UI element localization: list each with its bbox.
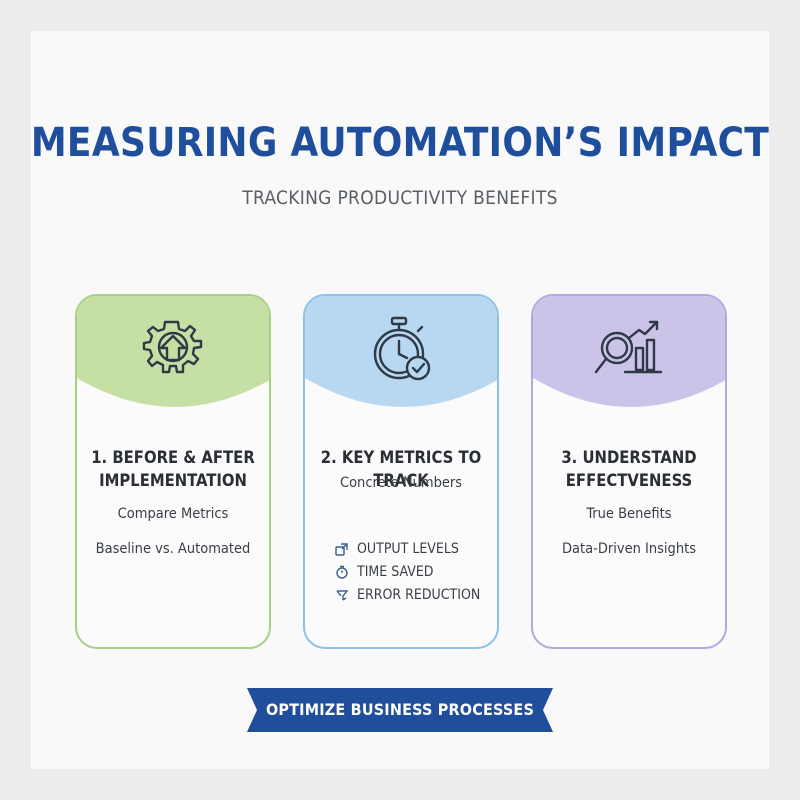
- ribbon-banner: [247, 688, 553, 732]
- card-key-metrics: 2. KEY METRICS TO TRACK Concrete Numbers…: [303, 294, 499, 649]
- banner-label: OPTIMIZE BUSINESS PROCESSES: [265, 700, 535, 719]
- error-reduction-icon: [336, 589, 349, 601]
- gear-arrow-up-icon: [142, 320, 203, 374]
- list-item: ERROR REDUCTION: [335, 583, 480, 606]
- card-title: 2. KEY METRICS TO TRACK: [320, 448, 482, 490]
- card-title: 3. UNDERSTAND EFFECTVENESS: [561, 448, 697, 490]
- card-before-after: 1. BEFORE & AFTER IMPLEMENTATION Compare…: [75, 294, 271, 649]
- page-title: MEASURING AUTOMATION’S IMPACT: [30, 120, 770, 166]
- magnifier-chart-icon: [594, 320, 663, 374]
- card-effectiveness: 3. UNDERSTAND EFFECTVENESS True Benefits…: [531, 294, 727, 649]
- card-title: 1. BEFORE & AFTER IMPLEMENTATION: [91, 448, 255, 490]
- card-text: Concrete Numbers: [339, 475, 463, 491]
- card-text: Data-Driven Insights: [561, 541, 697, 557]
- time-saved-icon: [336, 565, 348, 579]
- stopwatch-check-icon: [373, 316, 431, 381]
- list-item: OUTPUT LEVELS: [335, 537, 480, 560]
- output-levels-icon: [335, 542, 348, 556]
- card-header: [305, 296, 497, 416]
- card-text: Compare Metrics: [117, 506, 229, 522]
- card-header: [533, 296, 725, 416]
- card-text: Baseline vs. Automated: [95, 541, 251, 557]
- metric-list: OUTPUT LEVELS TIME SAVED ERROR REDUCTION: [335, 537, 480, 606]
- card-header: [77, 296, 269, 416]
- list-item: TIME SAVED: [335, 560, 480, 583]
- card-text: True Benefits: [586, 506, 672, 522]
- page-subtitle: TRACKING PRODUCTIVITY BENEFITS: [242, 187, 558, 209]
